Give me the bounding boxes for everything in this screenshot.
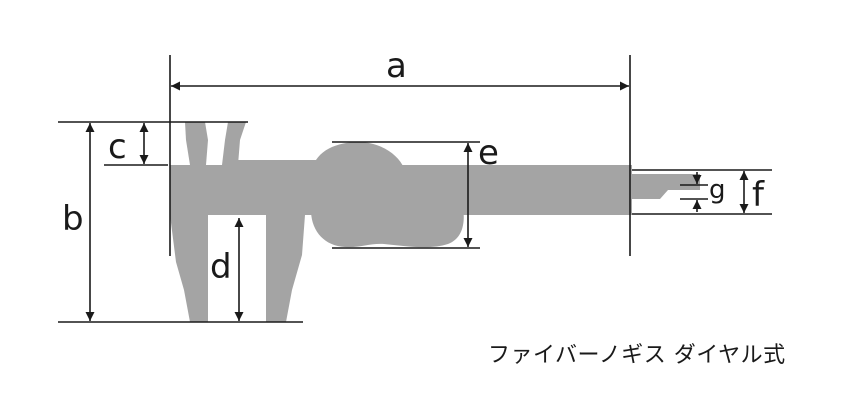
caliper-silhouette bbox=[170, 122, 700, 322]
fixed-jaw-inner bbox=[202, 215, 208, 322]
label-c: c bbox=[108, 127, 127, 167]
diagram-caption: ファイバーノギス ダイヤル式 bbox=[488, 343, 786, 368]
label-b: b bbox=[62, 199, 84, 239]
dial-housing bbox=[311, 142, 464, 248]
label-f: f bbox=[752, 175, 765, 215]
label-a: a bbox=[386, 46, 407, 86]
sliding-jaw-inner bbox=[266, 215, 272, 322]
fixed-inside-jaw bbox=[185, 122, 208, 165]
jaw-inner-edges bbox=[202, 215, 272, 322]
upper-jaw-notch bbox=[207, 122, 226, 160]
label-g: g bbox=[709, 175, 726, 205]
slider-block bbox=[226, 160, 322, 215]
fixed-outside-jaw bbox=[170, 215, 208, 322]
label-d: d bbox=[210, 247, 232, 287]
depth-rod bbox=[628, 174, 700, 199]
sliding-inside-jaw bbox=[222, 122, 246, 165]
sliding-outside-jaw bbox=[268, 215, 305, 322]
label-e: e bbox=[478, 133, 499, 173]
dimension-lines bbox=[58, 55, 772, 323]
